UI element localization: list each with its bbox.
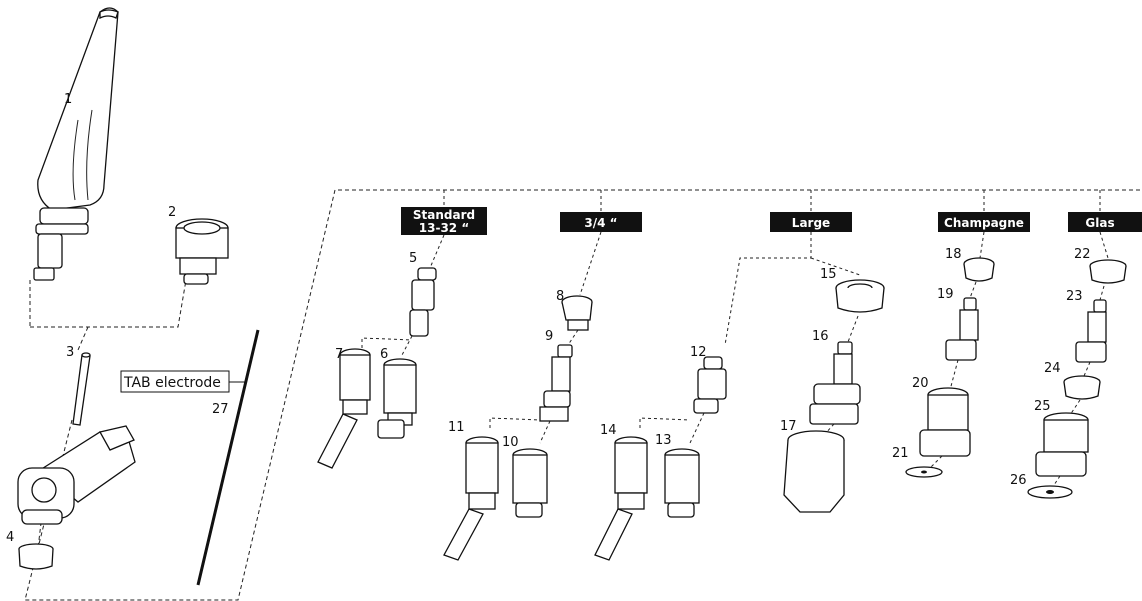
part-2-nut: 2 bbox=[168, 205, 229, 285]
label-part-20: 20 bbox=[912, 376, 929, 391]
header-standard-line1: Standard bbox=[413, 208, 475, 222]
tab-electrode: TAB electrode 27 bbox=[120, 329, 260, 586]
label-part-1: 1 bbox=[64, 92, 72, 107]
label-part-5: 5 bbox=[409, 251, 417, 266]
part-3-rod: 3 bbox=[66, 345, 91, 426]
label-part-24: 24 bbox=[1044, 361, 1061, 376]
label-part-27: 27 bbox=[212, 402, 229, 417]
label-part-16: 16 bbox=[812, 329, 829, 344]
label-part-26: 26 bbox=[1010, 473, 1027, 488]
label-part-9: 9 bbox=[545, 329, 553, 344]
header-three-quarter-label: 3/4 “ bbox=[584, 216, 617, 230]
label-part-13: 13 bbox=[655, 433, 672, 448]
label-part-3: 3 bbox=[66, 345, 74, 360]
large-group: 12 14 13 15 16 17 bbox=[594, 232, 885, 561]
label-part-4: 4 bbox=[6, 530, 14, 545]
label-part-21: 21 bbox=[892, 446, 909, 461]
label-part-2: 2 bbox=[168, 205, 176, 220]
header-standard-line2: 13-32 “ bbox=[419, 221, 469, 235]
part-1-handle: 1 bbox=[33, 7, 119, 281]
label-part-19: 19 bbox=[937, 287, 954, 302]
three-quarter-group: 8 9 11 10 bbox=[443, 231, 602, 561]
group-frame bbox=[24, 189, 1140, 601]
label-part-8: 8 bbox=[556, 289, 564, 304]
label-part-6: 6 bbox=[380, 347, 388, 362]
label-part-14: 14 bbox=[600, 423, 617, 438]
label-part-17: 17 bbox=[780, 419, 797, 434]
header-connectors bbox=[443, 190, 1101, 212]
header-large-label: Large bbox=[792, 216, 830, 230]
label-part-12: 12 bbox=[690, 345, 707, 360]
label-part-22: 22 bbox=[1074, 247, 1091, 262]
label-part-23: 23 bbox=[1066, 289, 1083, 304]
label-part-18: 18 bbox=[945, 247, 962, 262]
label-part-7: 7 bbox=[335, 347, 343, 362]
glas-group: 22 23 24 25 26 bbox=[1010, 231, 1127, 499]
header-glas-label: Glas bbox=[1085, 216, 1114, 230]
header-champagne: Champagne bbox=[938, 212, 1030, 232]
part-4-cap: 4 bbox=[6, 530, 54, 570]
header-three-quarter: 3/4 “ bbox=[560, 212, 642, 232]
label-part-10: 10 bbox=[502, 435, 519, 450]
header-champagne-label: Champagne bbox=[944, 216, 1024, 230]
header-large: Large bbox=[770, 212, 852, 232]
standard-group: 5 7 6 bbox=[317, 234, 445, 469]
header-standard: Standard 13-32 “ bbox=[401, 207, 487, 235]
label-part-15: 15 bbox=[820, 267, 837, 282]
tab-electrode-label: TAB electrode bbox=[123, 375, 221, 391]
header-glas: Glas bbox=[1068, 212, 1142, 232]
champagne-group: 18 19 20 21 bbox=[892, 231, 995, 478]
label-part-11: 11 bbox=[448, 420, 465, 435]
torch-body bbox=[17, 425, 136, 525]
label-part-25: 25 bbox=[1034, 399, 1051, 414]
